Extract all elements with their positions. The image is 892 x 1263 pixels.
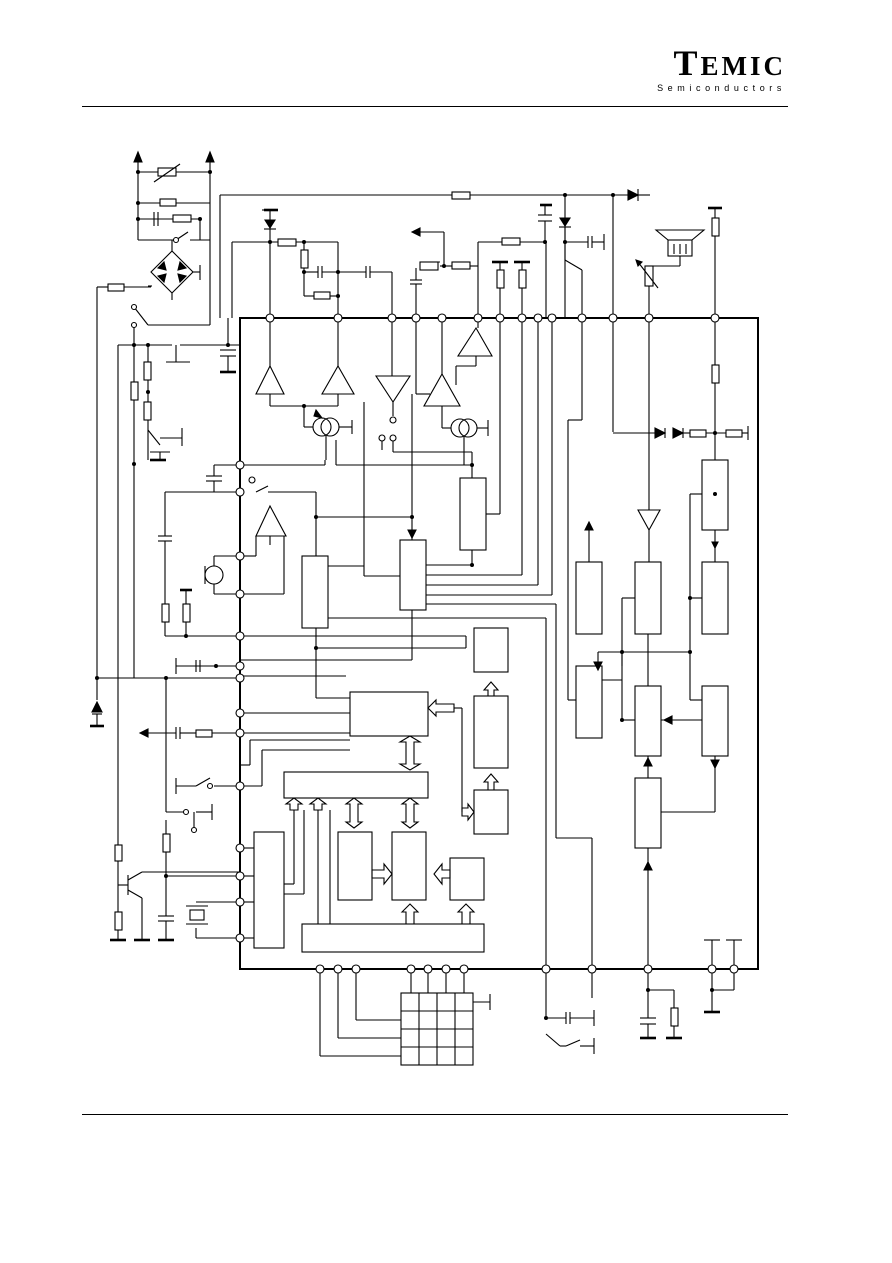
transistor-q1	[130, 344, 200, 678]
keypad	[319, 969, 491, 1066]
logo-rest: EMIC	[700, 51, 786, 81]
logo-wordmark: TEMIC	[673, 42, 786, 84]
header-rule	[82, 106, 788, 107]
left-externals	[91, 658, 254, 941]
right-amp-chain	[567, 318, 749, 969]
ic-pins	[130, 236, 739, 974]
receive-amps	[255, 318, 501, 565]
junction-dots	[95, 170, 717, 1020]
zener-top	[231, 209, 338, 318]
rc-network	[300, 242, 393, 318]
control-blocks	[240, 627, 509, 953]
logo-subtitle: Semiconductors	[657, 83, 786, 93]
supply-network	[96, 150, 215, 845]
feedback-network	[410, 205, 605, 318]
footer-rule	[82, 1114, 788, 1115]
transmit-section	[158, 318, 593, 969]
temic-logo: TEMIC Semiconductors	[656, 40, 788, 100]
speaker-area	[635, 207, 722, 318]
ground-bars	[90, 203, 722, 1040]
logo-initial: T	[673, 43, 701, 83]
